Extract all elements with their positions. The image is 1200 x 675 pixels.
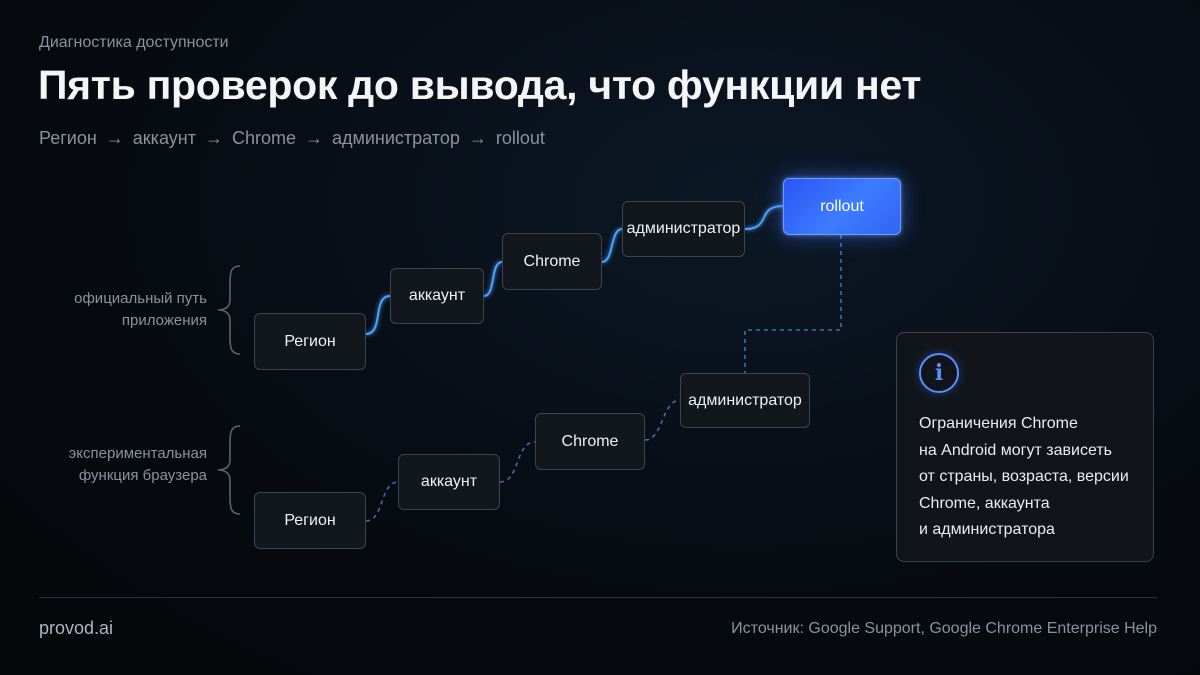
breadcrumb: Регион → аккаунт → Chrome → администратор → roll… xyxy=(39,128,545,149)
info-line: Chrome, аккаунта xyxy=(919,494,1050,512)
experimental-link-2 xyxy=(499,441,536,483)
breadcrumb-item-region: Регион xyxy=(39,128,97,148)
experimental-brace xyxy=(217,425,241,515)
breadcrumb-item-account: аккаунт xyxy=(132,128,196,148)
info-card: i Ограничения Chrome на Android могут за… xyxy=(896,332,1154,562)
page-title: Пять проверок до вывода, что функции нет xyxy=(38,62,922,108)
official-link-2 xyxy=(483,261,503,297)
official-node-region: Регион xyxy=(254,313,366,370)
official-node-chrome: Chrome xyxy=(502,233,602,290)
official-path-label-line-1: официальный путь xyxy=(74,290,207,307)
arrow-right-icon: → xyxy=(105,128,124,148)
info-icon: i xyxy=(919,353,959,393)
official-path-label-line-2: приложения xyxy=(121,312,207,329)
info-card-text: Ограничения Chrome на Android могут зави… xyxy=(919,411,1149,544)
info-line: Ограничения Chrome xyxy=(919,415,1078,432)
experimental-path-label-line-1: экспериментальная xyxy=(68,445,207,462)
brand-logo: provod.ai xyxy=(39,618,114,638)
source-note: Источник: Google Support, Google Chrome … xyxy=(731,620,1157,637)
breadcrumb-item-chrome: Chrome xyxy=(231,128,296,148)
official-brace xyxy=(217,265,241,355)
experimental-path-label: экспериментальная функция браузера xyxy=(37,443,207,487)
arrow-right-icon: → xyxy=(304,128,323,148)
experimental-link-1 xyxy=(365,481,399,522)
info-line: на Android могут зависеть xyxy=(919,441,1112,459)
arrow-right-icon: → xyxy=(204,128,223,148)
footer-divider xyxy=(39,597,1157,598)
experimental-link-4 xyxy=(744,234,842,375)
breadcrumb-item-admin: администратор xyxy=(331,128,460,148)
arrow-right-icon: → xyxy=(468,128,487,148)
official-node-admin: администратор xyxy=(622,201,745,257)
experimental-node-chrome: Chrome xyxy=(535,413,645,470)
experimental-link-3 xyxy=(644,399,681,441)
eyebrow: Диагностика доступности xyxy=(39,34,229,51)
official-link-1 xyxy=(365,295,391,335)
official-node-account: аккаунт xyxy=(390,268,484,324)
experimental-node-region: Регион xyxy=(254,492,366,549)
experimental-path-label-line-2: функция браузера xyxy=(78,467,207,484)
info-line: и администратора xyxy=(919,521,1055,538)
breadcrumb-item-rollout: rollout xyxy=(495,128,545,148)
official-path-label: официальный путь приложения xyxy=(37,288,207,332)
experimental-node-account: аккаунт xyxy=(398,454,500,510)
info-line: от страны, возраста, версии xyxy=(919,468,1129,485)
official-link-4 xyxy=(744,205,784,230)
official-link-3 xyxy=(601,228,623,263)
final-node-rollout: rollout xyxy=(783,178,901,235)
experimental-node-admin: администратор xyxy=(680,373,810,428)
